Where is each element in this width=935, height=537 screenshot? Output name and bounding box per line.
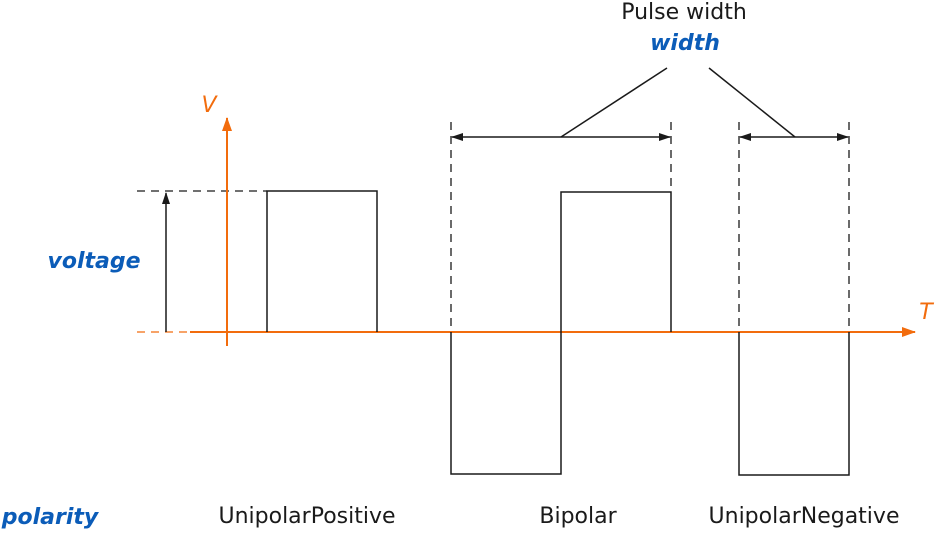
pulse-width-title: Pulse width — [621, 0, 747, 25]
leader-line-left — [560, 67, 668, 138]
unipolar-negative-label: UnipolarNegative — [708, 504, 900, 529]
polarity-param: polarity — [1, 505, 99, 530]
t-axis-label: T — [919, 300, 933, 325]
bipolar-label: Bipolar — [539, 504, 617, 529]
leader-line-right — [708, 67, 796, 138]
unipolar-positive-label: UnipolarPositive — [218, 504, 396, 529]
unipolar-negative-pulse — [738, 332, 850, 476]
unipolar-positive-pulse — [266, 190, 378, 332]
voltage-param: voltage — [47, 249, 141, 274]
width-param: width — [650, 31, 720, 56]
v-axis-label: V — [201, 93, 217, 118]
bipolar-pulse — [450, 191, 672, 475]
